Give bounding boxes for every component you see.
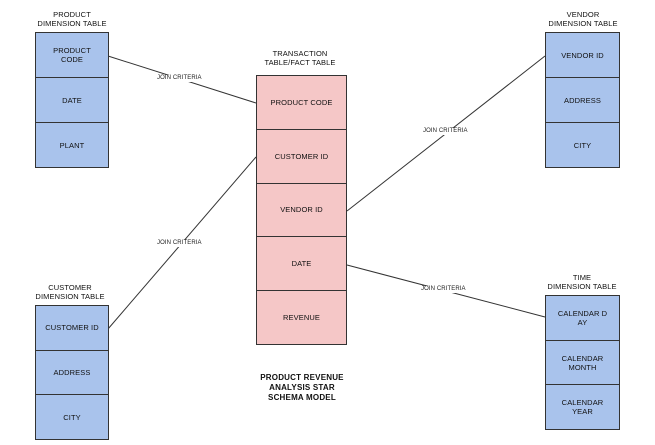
customer-dimension-title: CUSTOMER DIMENSION TABLE: [35, 283, 105, 301]
product-dimension-table: PRODUCT CODE DATE PLANT: [35, 32, 109, 168]
customer-dim-row-city: CITY: [36, 395, 108, 440]
product-dimension-title: PRODUCT DIMENSION TABLE: [37, 10, 107, 28]
join-label-vendor: JOIN CRITERIA: [423, 128, 468, 135]
join-label-customer: JOIN CRITERIA: [157, 240, 202, 247]
fact-table-title: TRANSACTION TABLE/FACT TABLE: [264, 49, 336, 67]
fact-row-customer-id: CUSTOMER ID: [257, 129, 346, 184]
time-dimension-table: CALENDAR D AY CALENDAR MONTH CALENDAR YE…: [545, 295, 620, 430]
time-dim-row-calendar-month: CALENDAR MONTH: [546, 340, 619, 386]
time-dim-row-calendar-day: CALENDAR D AY: [546, 296, 619, 341]
join-label-product: JOIN CRITERIA: [157, 75, 202, 82]
vendor-dim-row-address: ADDRESS: [546, 78, 619, 123]
customer-dimension-table: CUSTOMER ID ADDRESS CITY: [35, 305, 109, 440]
time-dimension-title: TIME DIMENSION TABLE: [547, 273, 617, 291]
vendor-dim-row-city: CITY: [546, 123, 619, 167]
product-dim-row-date: DATE: [36, 78, 108, 123]
fact-row-date: DATE: [257, 237, 346, 292]
fact-row-revenue: REVENUE: [257, 291, 346, 344]
time-dim-row-calendar-year: CALENDAR YEAR: [546, 385, 619, 430]
vendor-dimension-table: VENDOR ID ADDRESS CITY: [545, 32, 620, 168]
customer-dim-row-customer-id: CUSTOMER ID: [36, 306, 108, 351]
vendor-dim-row-vendor-id: VENDOR ID: [546, 33, 619, 78]
fact-row-vendor-id: VENDOR ID: [257, 183, 346, 238]
fact-table: PRODUCT CODE CUSTOMER ID VENDOR ID DATE …: [256, 75, 347, 345]
join-label-time: JOIN CRITERIA: [421, 286, 466, 293]
customer-dim-row-address: ADDRESS: [36, 350, 108, 396]
vendor-dimension-title: VENDOR DIMENSION TABLE: [548, 10, 618, 28]
product-dim-row-plant: PLANT: [36, 123, 108, 167]
product-dim-row-product-code: PRODUCT CODE: [36, 33, 108, 78]
fact-row-product-code: PRODUCT CODE: [257, 76, 346, 130]
model-title: PRODUCT REVENUE ANALYSIS STAR SCHEMA MOD…: [260, 373, 344, 402]
